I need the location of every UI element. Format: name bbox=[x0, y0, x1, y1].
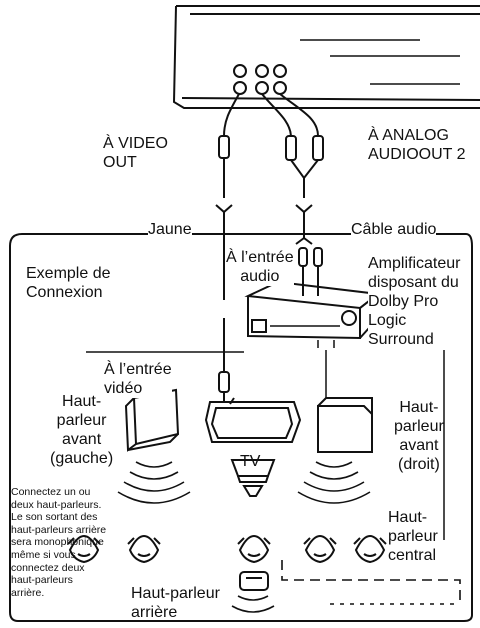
connection-example-frame bbox=[9, 233, 473, 622]
sound-waves-illustration bbox=[117, 461, 371, 613]
amplifier-illustration bbox=[244, 280, 381, 348]
cable-audio-label: Câble audio bbox=[351, 220, 437, 239]
jaune-label: Jaune bbox=[148, 220, 192, 239]
tv-illustration bbox=[204, 401, 302, 443]
tv-label: TV bbox=[240, 453, 261, 470]
front-left-speaker-illustration bbox=[124, 388, 180, 452]
listeners-illustration bbox=[67, 535, 387, 564]
front-right-speaker-illustration bbox=[317, 397, 373, 453]
rear-speaker-illustration bbox=[239, 571, 269, 591]
dvd-player-illustration bbox=[172, 5, 480, 109]
audio-cable bbox=[261, 93, 324, 296]
center-speaker-illustration bbox=[230, 459, 276, 497]
video-cable bbox=[215, 93, 240, 402]
